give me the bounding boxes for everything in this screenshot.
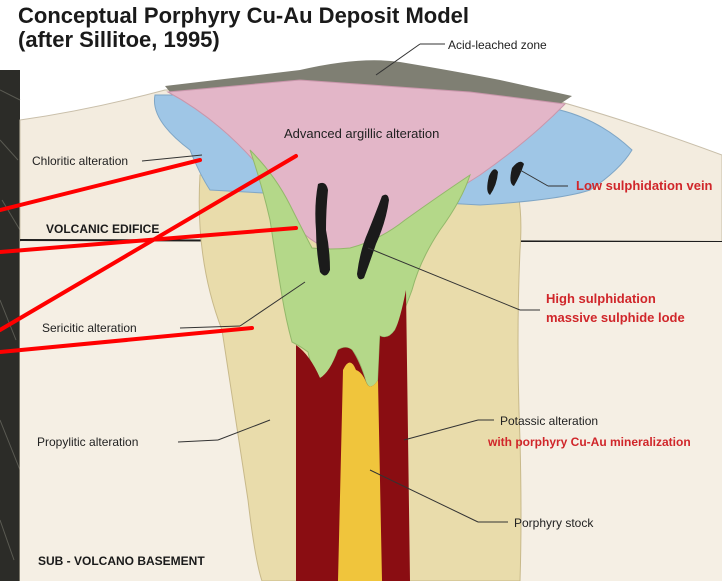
label-porphyry-stock: Porphyry stock <box>514 516 594 530</box>
label-volcanic-edifice: VOLCANIC EDIFICE <box>46 222 159 236</box>
label-chloritic: Chloritic alteration <box>32 154 128 168</box>
label-basement: SUB - VOLCANO BASEMENT <box>38 554 205 568</box>
title-block: Conceptual Porphyry Cu-Au Deposit Model … <box>18 4 469 52</box>
label-porphyry-mineralization: with porphyry Cu-Au mineralization <box>487 435 691 449</box>
porphyry-stock-zone <box>338 363 382 582</box>
label-propylitic: Propylitic alteration <box>37 435 138 449</box>
diagram-title: Conceptual Porphyry Cu-Au Deposit Model <box>18 4 469 28</box>
label-potassic: Potassic alteration <box>500 414 598 428</box>
label-low-sulphidation: Low sulphidation vein <box>576 178 713 193</box>
label-massive-sulphide-lode: massive sulphide lode <box>546 310 685 325</box>
label-high-sulphidation: High sulphidation <box>546 291 656 306</box>
diagram-subtitle: (after Sillitoe, 1995) <box>18 28 469 52</box>
label-advanced-argillic: Advanced argillic alteration <box>284 126 439 141</box>
label-sericitic: Sericitic alteration <box>42 321 137 335</box>
